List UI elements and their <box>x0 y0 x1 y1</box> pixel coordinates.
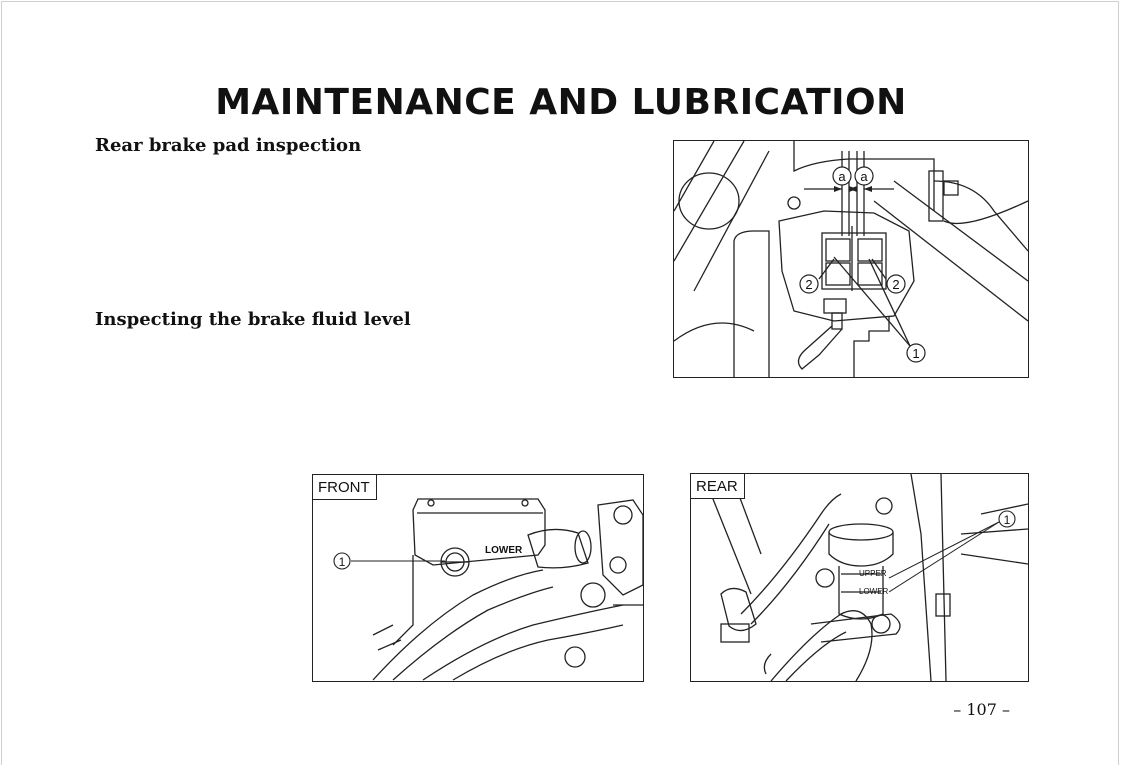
rear-upper-marking: UPPER <box>859 569 887 578</box>
callout-a-left: a <box>838 169 846 184</box>
front-reservoir-illustration: LOWER 1 <box>333 498 643 681</box>
brake-pad-illustration: a a 2 2 1 <box>674 141 1028 377</box>
front-lower-marking: LOWER <box>485 545 523 556</box>
callout-1: 1 <box>912 346 919 361</box>
rear-callout-1: 1 <box>1004 513 1011 527</box>
figure-front-reservoir: LOWER 1 FRONT <box>312 474 644 682</box>
front-figure-label: FRONT <box>313 475 377 500</box>
callout-2-right: 2 <box>892 277 899 292</box>
callout-2-left: 2 <box>805 277 812 292</box>
figure-brake-pad: a a 2 2 1 <box>673 140 1029 378</box>
page-title: MAINTENANCE AND LUBRICATION <box>215 82 907 123</box>
heading-brake-fluid: Inspecting the brake fluid level <box>95 309 411 330</box>
heading-rear-brake-pad: Rear brake pad inspection <box>95 135 362 156</box>
page-number: – 107 – <box>953 700 1010 719</box>
rear-lower-marking: LOWER <box>859 587 889 596</box>
callout-a-right: a <box>860 169 868 184</box>
front-callout-1: 1 <box>339 555 346 569</box>
rear-reservoir-illustration: UPPER LOWER 1 <box>710 474 1028 681</box>
rear-figure-label: REAR <box>691 474 745 499</box>
figure-rear-reservoir: UPPER LOWER 1 REAR <box>690 473 1029 682</box>
